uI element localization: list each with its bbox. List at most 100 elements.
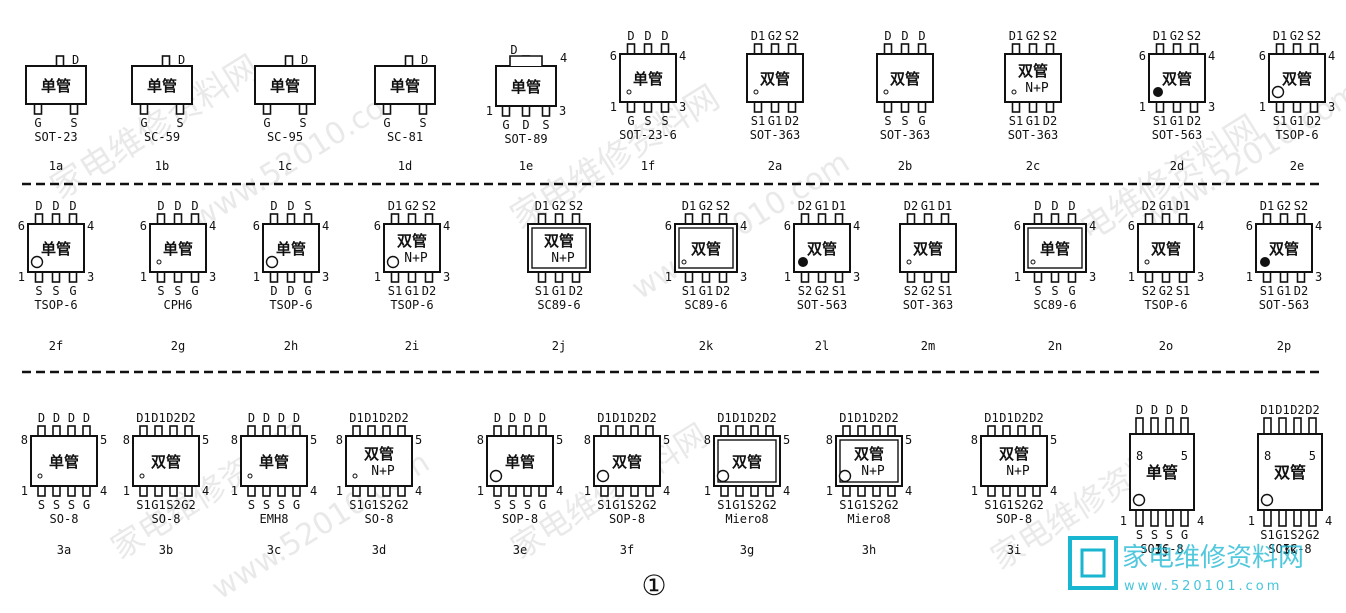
package-body xyxy=(383,223,441,273)
pin-lead xyxy=(1165,509,1174,527)
pin-number: 6 xyxy=(1139,49,1146,63)
pin-label: G2 xyxy=(1029,498,1043,512)
pin-lead xyxy=(1172,43,1182,55)
pin-lead xyxy=(817,271,827,283)
pin-lead xyxy=(52,425,61,437)
pin-label: S1 xyxy=(938,284,952,298)
pin-number: 6 xyxy=(253,219,260,233)
package-id: 2e xyxy=(1290,159,1304,173)
pin-number: 3 xyxy=(443,270,450,284)
logo-url: www.520101.com xyxy=(1124,579,1282,594)
pin-label: G1 xyxy=(1170,114,1184,128)
pin-lead xyxy=(1263,509,1272,527)
pin-lead xyxy=(1144,271,1154,283)
pin-label: D2 xyxy=(762,411,776,425)
pin-lead xyxy=(571,271,581,283)
package-id: 1f xyxy=(641,159,655,173)
package-id: 3b xyxy=(159,543,173,557)
pin-lead xyxy=(537,213,547,225)
pin-number: 8 xyxy=(231,433,238,447)
package-body xyxy=(254,65,316,105)
pin-label: S xyxy=(661,114,668,128)
pin-number: 3 xyxy=(740,270,747,284)
pin-label: G xyxy=(69,284,76,298)
pin-label: D xyxy=(68,411,75,425)
body-label: 单管 xyxy=(511,78,541,96)
pin-label: S xyxy=(174,284,181,298)
pin-label: S xyxy=(1034,284,1041,298)
pin1-marker-open xyxy=(838,469,852,483)
pin-lead xyxy=(787,101,797,113)
pin-label: S xyxy=(419,116,426,130)
pin-lead xyxy=(523,425,532,437)
pin-label: G1 xyxy=(1159,199,1173,213)
pin1-marker-filled xyxy=(1260,257,1270,267)
pin-lead xyxy=(660,43,670,55)
pin1-marker-small xyxy=(753,89,759,95)
package-name: TSOP-6 xyxy=(1275,128,1318,142)
pin-label: G2 xyxy=(1170,29,1184,43)
pin-lead xyxy=(390,213,400,225)
pin-label: G2 xyxy=(762,498,776,512)
pin-lead xyxy=(37,425,46,437)
pin-number: 5 xyxy=(202,433,209,447)
pin-lead xyxy=(424,271,434,283)
pin1-marker-filled xyxy=(1153,87,1163,97)
pin-lead xyxy=(292,485,301,497)
pin-number: 4 xyxy=(1050,484,1057,498)
pin-number: 4 xyxy=(679,49,686,63)
pin-label: D xyxy=(918,29,925,43)
package-name: SC89-6 xyxy=(684,298,727,312)
pin-lead xyxy=(286,271,296,283)
body-label: 单管 xyxy=(276,240,306,258)
pin-label: S xyxy=(542,118,549,132)
pin-lead xyxy=(987,425,996,437)
pin-number: 8 xyxy=(1264,449,1271,463)
np-label: N+P xyxy=(1025,81,1049,96)
pin-lead xyxy=(842,485,851,497)
pin1-marker-small xyxy=(906,259,912,265)
pin-number: 3 xyxy=(87,270,94,284)
pin-lead xyxy=(1155,101,1165,113)
pin-number: 6 xyxy=(374,219,381,233)
body-label: 单管 xyxy=(259,453,289,471)
pin-label: D xyxy=(248,411,255,425)
pin-lead xyxy=(887,485,896,497)
pin-number: 8 xyxy=(584,433,591,447)
pin-label: S1 xyxy=(535,284,549,298)
package-body xyxy=(345,435,413,487)
pin-number: 1 xyxy=(1246,270,1253,284)
pin-lead xyxy=(872,485,881,497)
package-name: SOT-363 xyxy=(903,298,954,312)
pin1-marker-open xyxy=(489,469,503,483)
package-id: 3j xyxy=(1155,543,1169,557)
pin-label: D2 xyxy=(1294,284,1308,298)
package-id: 2p xyxy=(1277,339,1291,353)
pin-label: G2 xyxy=(1277,199,1291,213)
pin-lead xyxy=(173,271,183,283)
pin-lead xyxy=(82,485,91,497)
pin-label: S1 xyxy=(388,284,402,298)
pin-number: 6 xyxy=(1246,219,1253,233)
pin-number: 5 xyxy=(415,433,422,447)
pin-label: D2 xyxy=(1305,403,1319,417)
pin-label: S xyxy=(1151,528,1158,542)
np-label: N+P xyxy=(371,464,395,479)
pin-label: D xyxy=(270,284,277,298)
package-name: SOP-8 xyxy=(996,512,1032,526)
pin-label: S xyxy=(884,114,891,128)
pin-lead xyxy=(1178,271,1188,283)
pin-label: S1 xyxy=(832,284,846,298)
pin1-marker-small xyxy=(247,473,253,479)
body-label: 双管 xyxy=(691,240,721,258)
pin-number: 1 xyxy=(140,270,147,284)
pin-lead xyxy=(906,213,916,225)
body-label: 双管 xyxy=(1274,463,1306,482)
pin-lead xyxy=(1275,43,1285,55)
pin-lead xyxy=(1033,213,1043,225)
pin-number: 1 xyxy=(1248,514,1255,528)
body-label: 双管 xyxy=(1018,62,1048,80)
